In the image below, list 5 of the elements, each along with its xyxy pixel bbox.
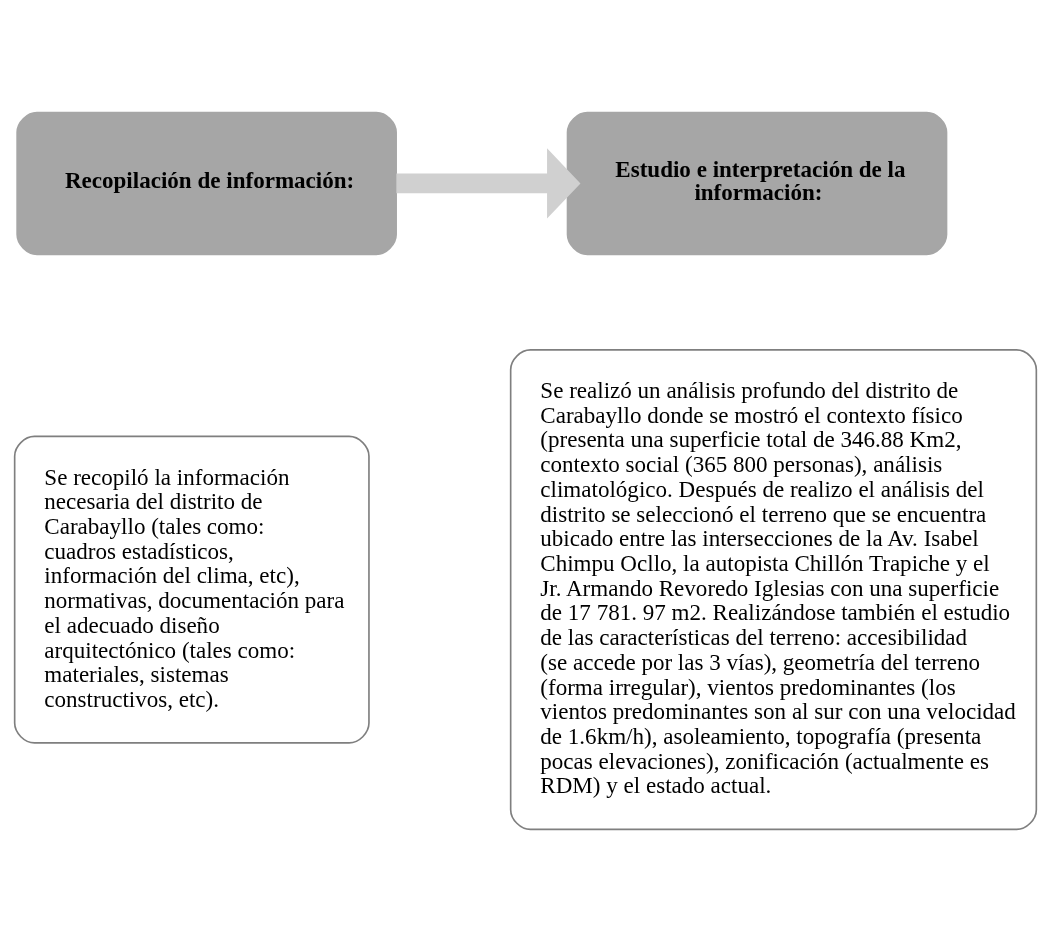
node-box: Se realizó un análisis profundo del distrito de Carabayllo donde se mostró el contexto físico (presenta una superficie total de 346.88 Km2, contexto social (365 800 personas), análisis climatológico. Después de realizo el análisis del distrito se seleccionó el terreno que se encuentra ubicado entre las intersecciones de la Av. Isabel Chimpu Ocllo, la autopista Chillón Trapiche y el Jr. Armando Revoredo Iglesias con una superficie de 17 781. 97 m2. Realizándose también el estudio de las características del terreno: accesibilidad (se accede por las 3 vías), geometría del terreno (forma irregular), vientos predominantes (los vientos predominantes son al sur con una velocidad de 1.6km/h), asoleamiento, topografía (presenta pocas elevaciones), zonificación (actualmente es RDM) y el estado actual.	[509, 349, 1038, 831]
node-box: Se recopiló la información necesaria del distrito de Carabayllo (tales como: cuadros estadísticos, información del clima, etc), normativas, documentación para el adecuado diseño arquitectónico (tales como: materiales, sistemas constructivos, etc).	[13, 435, 370, 744]
node-box: Estudio e interpretación de la información:	[566, 111, 948, 256]
node-box: Recopilación de información:	[16, 111, 397, 256]
arrow	[396, 148, 581, 219]
